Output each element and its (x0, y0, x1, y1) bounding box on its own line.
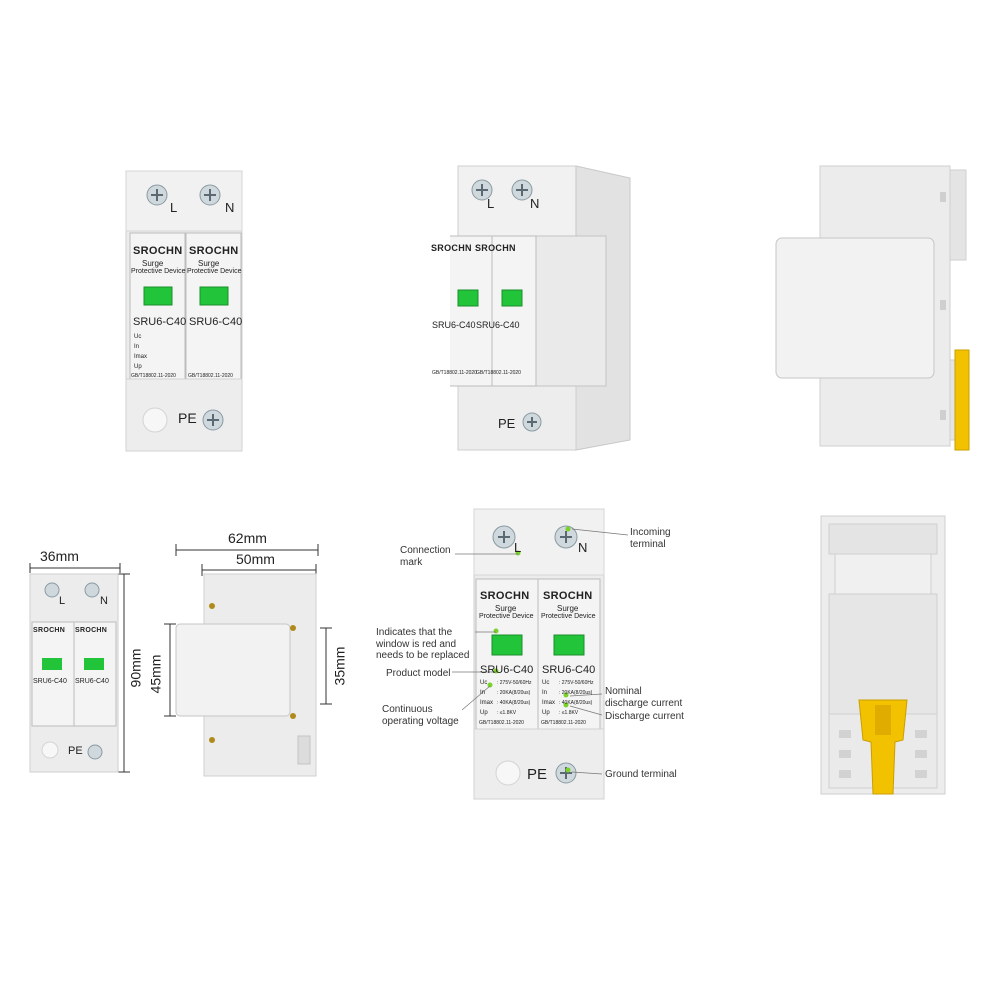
iso-label-L: L (487, 196, 495, 211)
annot-brand-right: SROCHN (543, 590, 593, 602)
front-brand-left: SROCHN (133, 245, 183, 257)
iso-label-N: N (530, 196, 540, 211)
annot-spec-uc-left: Uc (480, 680, 488, 686)
annot-spec-up-val-right: : ≤1.8KV (559, 710, 579, 716)
annot-name2-left: Protective Device (479, 613, 534, 620)
annot-spec-imax-val-right: : 40KA(8/20us) (559, 700, 593, 706)
annot-continuous-voltage: Continuous operating voltage (382, 704, 459, 727)
front-model-right: SRU6-C40 (189, 316, 243, 328)
annot-spec-in-right: In (542, 690, 548, 696)
annot-spec-uc-right: Uc (542, 680, 550, 686)
dim-brand-left: SROCHN (33, 627, 66, 634)
front-brand-right: SROCHN (189, 245, 239, 257)
dim-label-PE: PE (68, 745, 83, 757)
dim-label-N: N (100, 595, 108, 607)
annot-incoming-terminal: Incoming terminal (630, 527, 671, 550)
annot-product-model: Product model (386, 668, 451, 679)
annot-ground-terminal: Ground terminal (605, 769, 677, 780)
annot-standard-right: GB/T18802.11-2020 (541, 720, 586, 726)
annot-label-L: L (514, 540, 522, 555)
front-name1-right: Surge (198, 259, 220, 268)
front-spec-up-left: Up (134, 364, 142, 370)
front-name1-left: Surge (142, 259, 164, 268)
annot-spec-in-left: In (480, 690, 486, 696)
annot-spec-imax-left: Imax (480, 700, 494, 706)
annot-window-line1: Indicates that the (376, 627, 453, 638)
annot-standard-left: GB/T18802.11-2020 (479, 720, 524, 726)
annot-nominal-line2: discharge current (605, 697, 683, 709)
annot-nominal-line1: Nominal (605, 686, 642, 697)
annotation-leaders (452, 528, 629, 775)
dim-width-label: 36mm (40, 548, 79, 564)
dim-brand-right: SROCHN (75, 627, 108, 634)
iso-brand-right: SROCHN (475, 243, 516, 253)
annot-spec-imax-val-left: : 40KA(8/20us) (497, 700, 531, 706)
isometric-view (450, 165, 631, 451)
annot-continuous-line1: Continuous (382, 704, 433, 715)
dim-rail-height-label: 35mm (331, 646, 348, 686)
front-spec-uc-left: Uc (134, 334, 142, 340)
annot-window-line2: window is red and (376, 638, 457, 650)
front-label-L: L (170, 200, 178, 215)
iso-brand-left: SROCHN (431, 243, 472, 253)
annot-continuous-line2: operating voltage (382, 715, 459, 727)
annot-spec-uc-val-left: : 275V-50/60Hz (497, 680, 532, 686)
annot-connection-line1: Connection (400, 545, 451, 556)
front-label-N: N (225, 200, 235, 215)
front-name2-right: Protective Device (187, 268, 242, 275)
annot-name2-right: Protective Device (541, 613, 596, 620)
annot-incoming-line2: terminal (630, 538, 666, 550)
annot-brand-left: SROCHN (480, 590, 530, 602)
front-spec-in-left: In (134, 344, 140, 350)
annot-spec-in-val-left: : 20KA(8/20us) (497, 690, 531, 696)
annot-window-indicator: Indicates that the window is red and nee… (376, 627, 469, 662)
front-standard-left: GB/T18802.11-2020 (131, 373, 176, 379)
front-name2-left: Protective Device (131, 268, 186, 275)
front-standard-right: GB/T18802.11-2020 (188, 373, 233, 379)
front-label-PE: PE (178, 410, 197, 426)
dim-height-label: 90mm (127, 648, 144, 688)
dim-side-view (164, 544, 332, 777)
dim-model-left: SRU6-C40 (33, 678, 67, 685)
annot-connection-mark: Connection mark (400, 545, 451, 568)
annot-model-right: SRU6-C40 (542, 664, 596, 676)
annot-spec-in-val-right: : 20KA(8/20us) (559, 690, 593, 696)
annot-spec-uc-val-right: : 275V-50/60Hz (559, 680, 594, 686)
annotated-front-view (473, 508, 605, 800)
annot-window-line3: needs to be replaced (376, 650, 470, 661)
dim-model-right: SRU6-C40 (75, 678, 109, 685)
annot-spec-up-right: Up (542, 710, 550, 716)
annot-name1-right: Surge (557, 604, 579, 613)
annot-nominal-discharge: Nominal discharge current (605, 686, 682, 709)
dim-label-L: L (59, 595, 66, 607)
side-view (775, 165, 970, 451)
annot-label-N: N (578, 540, 588, 555)
annot-name1-left: Surge (495, 604, 517, 613)
dim-front-view (29, 563, 130, 773)
iso-standard-left: GB/T18802.11-2020 (432, 370, 477, 376)
annot-spec-up-val-left: : ≤1.8KV (497, 710, 517, 716)
annot-discharge-current: Discharge current (605, 711, 684, 722)
dim-front-height-label: 45mm (147, 654, 164, 694)
annot-connection-line2: mark (400, 556, 423, 568)
iso-model-left: SRU6-C40 (432, 320, 476, 330)
annot-model-left: SRU6-C40 (480, 664, 534, 676)
iso-label-PE: PE (498, 416, 516, 431)
iso-model-right: SRU6-C40 (476, 320, 520, 330)
dim-depth-inner-label: 50mm (236, 551, 275, 567)
front-model-left: SRU6-C40 (133, 316, 187, 328)
front-view (125, 170, 243, 452)
iso-standard-right: GB/T18802.11-2020 (476, 370, 521, 376)
annot-spec-up-left: Up (480, 710, 488, 716)
front-spec-imax-left: Imax (134, 354, 148, 360)
annot-label-PE: PE (527, 766, 548, 783)
annot-spec-imax-right: Imax (542, 700, 556, 706)
rear-view (820, 515, 946, 795)
annot-incoming-line1: Incoming (630, 527, 671, 538)
dim-depth-total-label: 62mm (228, 530, 267, 546)
